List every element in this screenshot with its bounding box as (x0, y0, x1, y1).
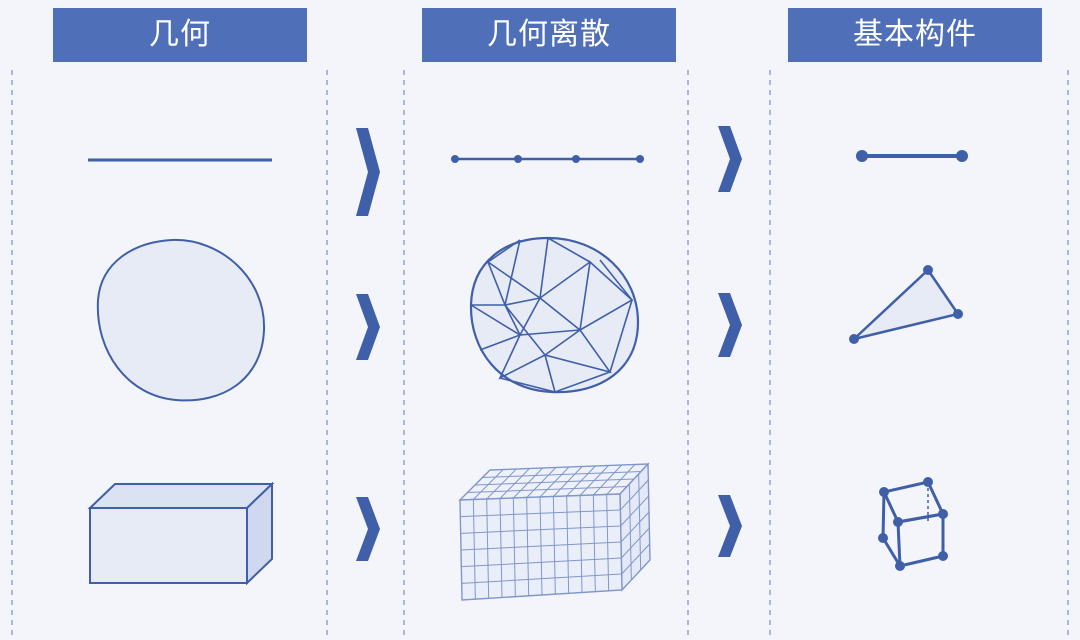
arrow-icon (718, 293, 742, 357)
arrow-icon (718, 126, 742, 192)
arrows (356, 126, 742, 561)
discretized-triangulated-disk (469, 236, 640, 394)
geometry-box (87, 481, 275, 586)
arrow-icon (356, 497, 380, 561)
column-title-geometry: 几何 (53, 8, 307, 62)
column-title-discretization: 几何离散 (422, 8, 676, 62)
arrow-icon (356, 294, 380, 360)
element-line (856, 150, 968, 162)
discretized-segmented-line (451, 155, 644, 163)
element-hexahedron (878, 477, 948, 571)
arrow-icon (356, 128, 380, 216)
geometry-disk (96, 238, 266, 402)
arrow-icon (718, 495, 742, 557)
element-triangle (849, 265, 963, 344)
discretized-gridded-box (458, 462, 651, 601)
column-title-elements: 基本构件 (788, 8, 1042, 62)
